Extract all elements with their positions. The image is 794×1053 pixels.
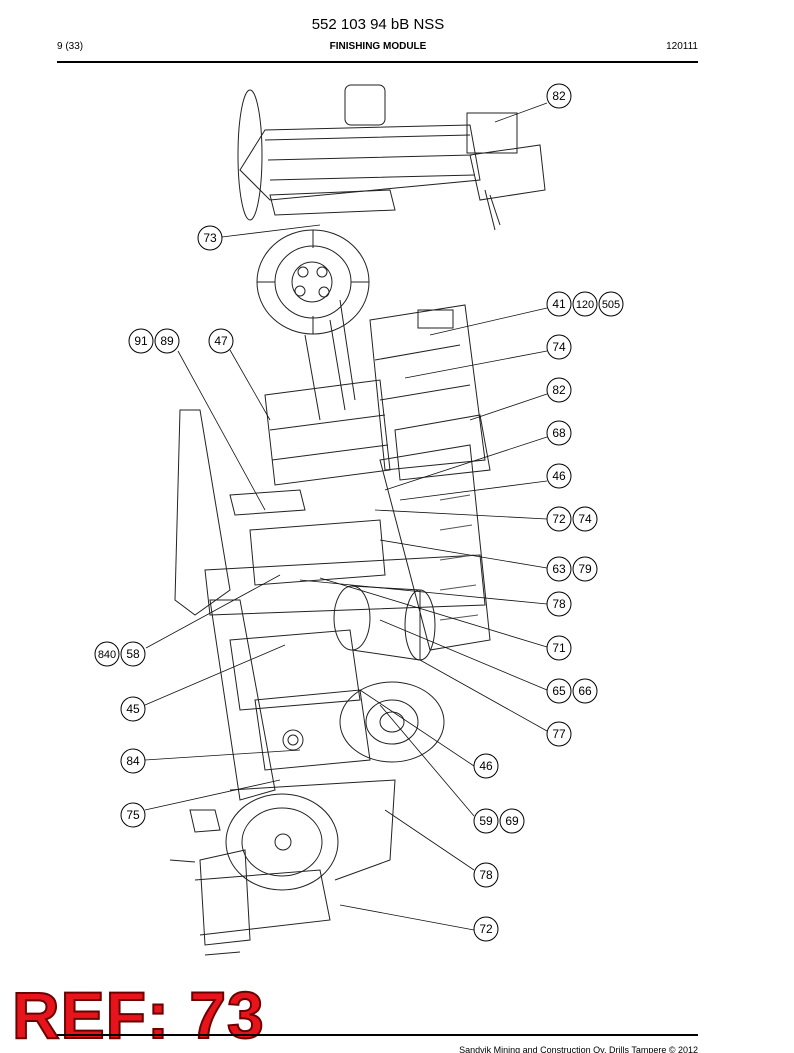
callout-66: 66 bbox=[572, 678, 598, 704]
reference-stamp: REF: 73 bbox=[11, 978, 265, 1052]
callout-46-b: 46 bbox=[473, 753, 499, 779]
document-code: 120111 bbox=[666, 41, 698, 52]
svg-text:63: 63 bbox=[552, 562, 566, 576]
callout-41: 41 bbox=[546, 291, 572, 317]
callout-120: 120 bbox=[572, 291, 598, 317]
svg-text:82: 82 bbox=[552, 89, 566, 103]
svg-text:71: 71 bbox=[552, 641, 566, 655]
callout-77: 77 bbox=[546, 721, 572, 747]
svg-text:41: 41 bbox=[552, 297, 566, 311]
svg-text:65: 65 bbox=[552, 684, 566, 698]
callout-91: 91 bbox=[128, 328, 154, 354]
svg-text:82: 82 bbox=[552, 383, 566, 397]
document-number: 552 103 94 bB NSS bbox=[311, 16, 445, 33]
footer-divider bbox=[57, 1034, 698, 1036]
callout-74: 74 bbox=[546, 334, 572, 360]
callout-71: 71 bbox=[546, 635, 572, 661]
svg-text:72: 72 bbox=[552, 512, 566, 526]
callout-75: 75 bbox=[120, 802, 146, 828]
svg-text:59: 59 bbox=[479, 814, 493, 828]
large-wheel bbox=[339, 681, 445, 763]
callout-47: 47 bbox=[208, 328, 234, 354]
svg-text:75: 75 bbox=[126, 808, 140, 822]
leader-lines bbox=[144, 102, 548, 931]
header-divider bbox=[57, 61, 698, 63]
callout-840: 840 bbox=[94, 641, 120, 667]
callout-82: 82 bbox=[546, 83, 572, 109]
callout-46: 46 bbox=[546, 463, 572, 489]
page-number: 9 (33) bbox=[57, 41, 84, 52]
callout-78-b: 78 bbox=[473, 862, 499, 888]
svg-text:120: 120 bbox=[576, 299, 594, 311]
svg-text:74: 74 bbox=[552, 340, 566, 354]
svg-text:505: 505 bbox=[602, 299, 620, 311]
callout-74-b: 74 bbox=[572, 506, 598, 532]
svg-text:72: 72 bbox=[479, 922, 493, 936]
bottom-disc bbox=[225, 793, 339, 891]
callout-78: 78 bbox=[546, 591, 572, 617]
svg-text:69: 69 bbox=[505, 814, 519, 828]
top-motor bbox=[344, 84, 386, 126]
callout-45: 45 bbox=[120, 696, 146, 722]
callout-84: 84 bbox=[120, 748, 146, 774]
svg-text:91: 91 bbox=[134, 334, 148, 348]
callout-69: 69 bbox=[499, 808, 525, 834]
footer-copyright: Sandvik Mining and Construction Oy, Dril… bbox=[459, 1045, 698, 1053]
svg-text:46: 46 bbox=[479, 759, 493, 773]
svg-text:68: 68 bbox=[552, 426, 566, 440]
callout-group: 82 73 41 120 505 91 89 47 74 82 68 46 72… bbox=[94, 83, 624, 942]
svg-text:78: 78 bbox=[552, 597, 566, 611]
svg-text:77: 77 bbox=[552, 727, 566, 741]
callout-89: 89 bbox=[154, 328, 180, 354]
section-title: FINISHING MODULE bbox=[329, 41, 427, 52]
callout-72-b: 72 bbox=[473, 916, 499, 942]
callout-82-b: 82 bbox=[546, 377, 572, 403]
svg-text:58: 58 bbox=[126, 647, 140, 661]
right-hatched-panel bbox=[379, 444, 491, 651]
svg-text:45: 45 bbox=[126, 702, 140, 716]
side-panel bbox=[174, 409, 231, 616]
svg-text:66: 66 bbox=[578, 684, 592, 698]
svg-text:74: 74 bbox=[578, 512, 592, 526]
callout-68: 68 bbox=[546, 420, 572, 446]
svg-text:84: 84 bbox=[126, 754, 140, 768]
callout-63: 63 bbox=[546, 556, 572, 582]
callout-73: 73 bbox=[197, 225, 223, 251]
callout-65: 65 bbox=[546, 678, 572, 704]
callout-79: 79 bbox=[572, 556, 598, 582]
callout-72: 72 bbox=[546, 506, 572, 532]
callout-505: 505 bbox=[598, 291, 624, 317]
svg-text:78: 78 bbox=[479, 868, 493, 882]
top-disc bbox=[237, 89, 263, 221]
machine-illustration bbox=[169, 84, 546, 956]
svg-text:89: 89 bbox=[160, 334, 174, 348]
svg-text:73: 73 bbox=[203, 231, 217, 245]
callout-58: 58 bbox=[120, 641, 146, 667]
callout-59: 59 bbox=[473, 808, 499, 834]
svg-text:79: 79 bbox=[578, 562, 592, 576]
svg-text:840: 840 bbox=[98, 649, 116, 661]
svg-text:47: 47 bbox=[214, 334, 228, 348]
svg-text:46: 46 bbox=[552, 469, 566, 483]
gear-hub bbox=[282, 729, 304, 751]
